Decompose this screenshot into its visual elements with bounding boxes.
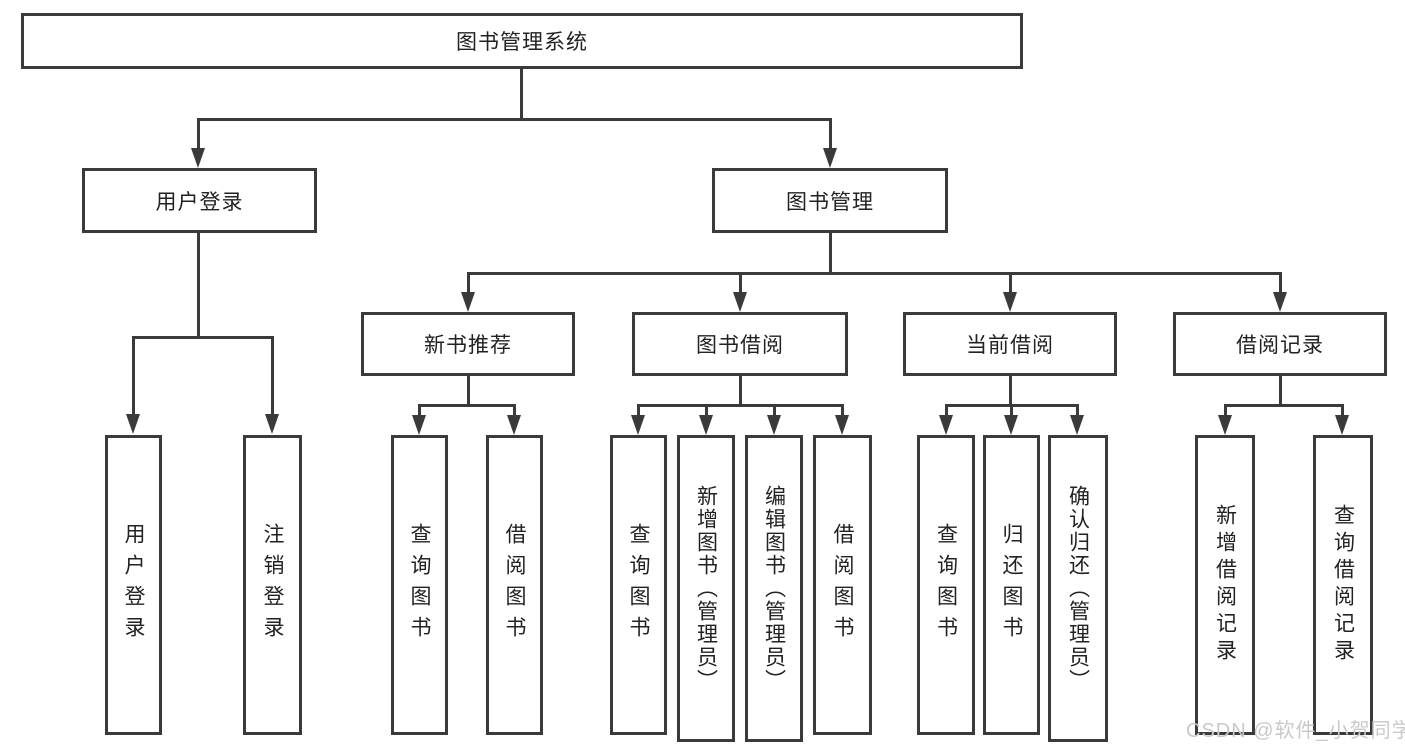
- arrowhead-bor-edit: [767, 415, 781, 435]
- arrowhead-user-login: [191, 148, 205, 168]
- node-book-management: 图书管理: [712, 168, 948, 233]
- leaf-records-query-record: 查询借阅记录: [1313, 435, 1373, 735]
- connector-drop-bor-edit: [773, 404, 776, 417]
- connector-drop-bor-borrow: [841, 404, 844, 417]
- leaf-borrow-query-books-label: 查询图书: [627, 523, 650, 647]
- arrowhead-book-mgmt: [823, 148, 837, 168]
- connector-drop-cur-confirm: [1076, 404, 1079, 417]
- node-borrow-records-label: 借阅记录: [1236, 334, 1324, 357]
- connector-records-stem: [1279, 376, 1282, 406]
- connector-recommend-rail: [418, 404, 516, 407]
- connector-current-stem: [1009, 376, 1012, 406]
- connector-drop-recommend: [467, 272, 470, 294]
- connector-level2-rail: [197, 118, 832, 121]
- arrowhead-recd-query: [1335, 415, 1349, 435]
- leaf-recommend-borrow-books: 借阅图书: [486, 435, 543, 735]
- connector-drop-recd-query: [1341, 404, 1344, 417]
- leaf-user-logout: 注销登录: [243, 435, 302, 735]
- connector-drop-cur-return: [1010, 404, 1013, 417]
- leaf-current-confirm-return-admin: 确认归还（管理员）: [1048, 435, 1108, 742]
- connector-drop-leaf-login: [132, 336, 135, 416]
- connector-borrow-rail: [637, 404, 843, 407]
- connector-drop-rec-borrow: [513, 404, 516, 417]
- connector-borrow-stem: [739, 376, 742, 406]
- arrowhead-current: [1003, 292, 1017, 312]
- leaf-borrow-add-books-admin: 新增图书（管理员）: [677, 435, 735, 742]
- arrowhead-records: [1273, 292, 1287, 312]
- leaf-records-add-record: 新增借阅记录: [1195, 435, 1255, 735]
- connector-level3-rail: [467, 272, 1282, 275]
- leaf-current-return-books: 归还图书: [983, 435, 1040, 735]
- arrowhead-leaf-logout: [265, 414, 279, 434]
- arrowhead-bor-add: [699, 415, 713, 435]
- connector-drop-current: [1009, 272, 1012, 294]
- arrowhead-rec-borrow: [507, 415, 521, 435]
- node-current-borrow-label: 当前借阅: [966, 334, 1054, 357]
- leaf-user-login-label: 用户登录: [122, 523, 145, 647]
- connector-recommend-stem: [467, 376, 470, 406]
- connector-drop-bor-add: [705, 404, 708, 417]
- leaf-current-return-books-label: 归还图书: [1000, 523, 1023, 647]
- leaf-current-query-books-label: 查询图书: [934, 523, 958, 647]
- node-root-library-system: 图书管理系统: [21, 13, 1023, 69]
- leaf-borrow-add-books-admin-label: 新增图书（管理员）: [694, 485, 718, 692]
- leaf-current-confirm-return-admin-label: 确认归还（管理员）: [1066, 485, 1090, 692]
- node-user-login: 用户登录: [82, 168, 317, 233]
- connector-drop-bor-query: [637, 404, 640, 417]
- node-current-borrow: 当前借阅: [903, 312, 1117, 376]
- leaf-borrow-query-books: 查询图书: [610, 435, 667, 735]
- arrowhead-bor-borrow: [835, 415, 849, 435]
- leaf-current-query-books: 查询图书: [917, 435, 975, 735]
- connector-drop-cur-query: [945, 404, 948, 417]
- watermark: CSDN @软件_小贺同学: [1186, 720, 1405, 742]
- arrowhead-recommend: [461, 292, 475, 312]
- connector-user-stem: [197, 233, 200, 338]
- leaf-borrow-borrow-books-label: 借阅图书: [831, 523, 854, 647]
- node-borrow-records: 借阅记录: [1173, 312, 1387, 376]
- node-root-label: 图书管理系统: [456, 31, 588, 54]
- arrowhead-recd-add: [1218, 415, 1232, 435]
- arrowhead-cur-return: [1004, 415, 1018, 435]
- leaf-recommend-query-books-label: 查询图书: [408, 523, 431, 647]
- arrowhead-cur-confirm: [1070, 415, 1084, 435]
- connector-drop-book-mgmt: [829, 118, 832, 150]
- leaf-records-add-record-label: 新增借阅记录: [1213, 504, 1237, 666]
- leaf-user-login: 用户登录: [105, 435, 162, 735]
- connector-records-rail: [1224, 404, 1344, 407]
- node-book-borrow-label: 图书借阅: [696, 334, 784, 357]
- connector-drop-recd-add: [1224, 404, 1227, 417]
- arrowhead-borrow: [733, 292, 747, 312]
- node-new-book-recommend: 新书推荐: [361, 312, 575, 376]
- connector-drop-records: [1279, 272, 1282, 294]
- leaf-user-logout-label: 注销登录: [261, 523, 284, 647]
- arrowhead-leaf-login: [126, 414, 140, 434]
- arrowhead-rec-query: [412, 415, 426, 435]
- leaf-borrow-borrow-books: 借阅图书: [813, 435, 872, 735]
- leaf-recommend-borrow-books-label: 借阅图书: [503, 523, 526, 647]
- node-book-borrow: 图书借阅: [632, 312, 848, 376]
- arrowhead-bor-query: [631, 415, 645, 435]
- node-user-login-label: 用户登录: [155, 190, 244, 214]
- connector-drop-borrow: [739, 272, 742, 294]
- node-book-management-label: 图书管理: [786, 190, 874, 214]
- leaf-borrow-edit-books-admin-label: 编辑图书（管理员）: [762, 485, 786, 692]
- node-new-book-recommend-label: 新书推荐: [424, 334, 512, 357]
- leaf-records-query-record-label: 查询借阅记录: [1331, 504, 1355, 666]
- connector-user-rail: [132, 336, 274, 339]
- leaf-recommend-query-books: 查询图书: [391, 435, 448, 735]
- connector-mgmt-stem: [829, 233, 832, 275]
- arrowhead-cur-query: [939, 415, 953, 435]
- connector-drop-rec-query: [418, 404, 421, 417]
- connector-drop-user-login: [197, 118, 200, 150]
- connector-drop-leaf-logout: [271, 336, 274, 416]
- leaf-borrow-edit-books-admin: 编辑图书（管理员）: [745, 435, 803, 742]
- connector-root-stem: [520, 69, 523, 120]
